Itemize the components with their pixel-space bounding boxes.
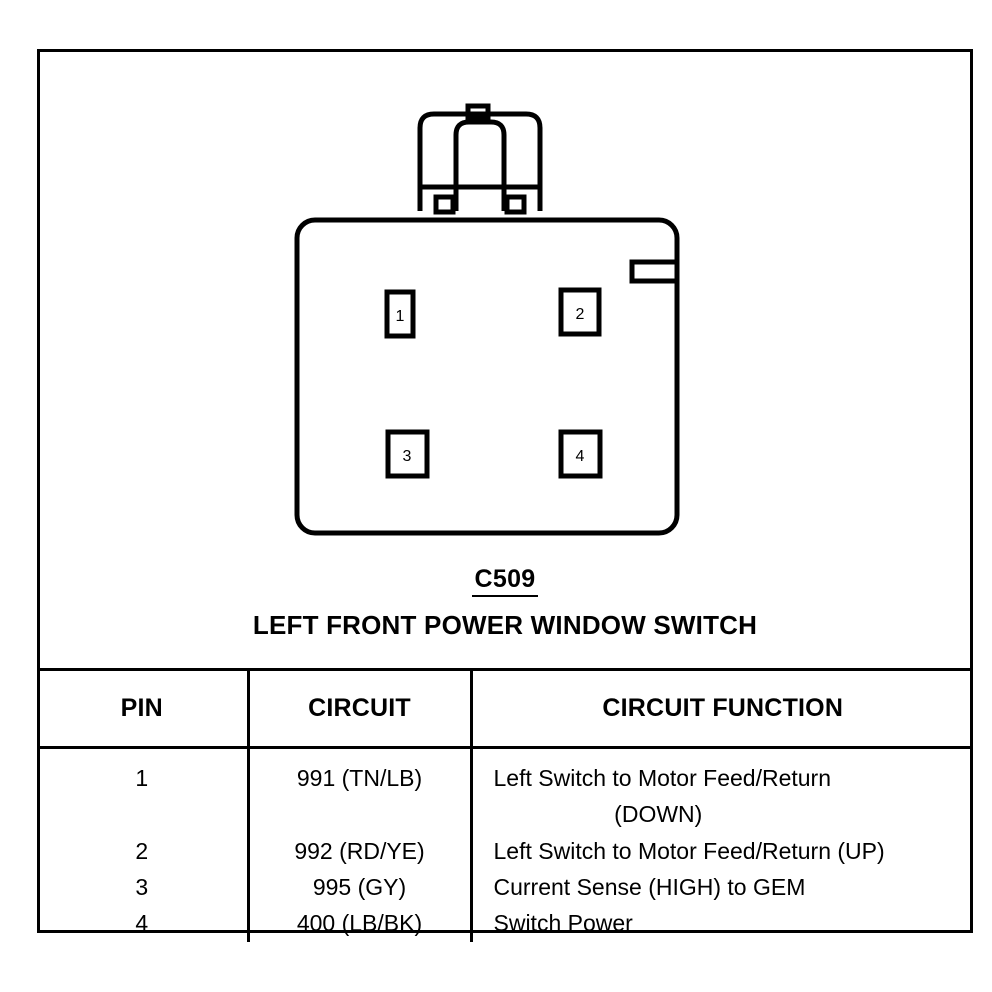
pin-cavity-2 [558,287,602,337]
column-header-function: CIRCUIT FUNCTION [471,668,973,749]
table-right-border [970,668,973,933]
pin-cavity-1-label: 1 [396,308,405,325]
cell-function-line-2: (DOWN) [614,801,703,828]
cell-circuit: 991 (TN/LB) [248,747,473,833]
latch-base-notch-right [504,194,527,215]
pin-cavity-1 [384,289,416,339]
latch-inner-tab [453,119,507,211]
column-header-pin: PIN [37,668,250,749]
pin-cavity-3-label: 3 [403,448,412,465]
pin-cavity-2-label: 2 [576,306,585,323]
table-header: PIN CIRCUIT CIRCUIT FUNCTION [37,668,973,749]
latch-top-notch [465,103,491,122]
table-bottom-border [37,930,973,933]
cell-circuit: 995 (GY) [248,868,473,906]
connector-code-label: C509 [471,566,539,597]
table-row: 3 995 (GY) Current Sense (HIGH) to GEM [37,868,973,906]
column-header-circuit: CIRCUIT [248,668,473,749]
table-row: 1 991 (TN/LB) Left Switch to Motor Feed/… [37,747,973,833]
table-header-row: PIN CIRCUIT CIRCUIT FUNCTION [37,668,973,749]
pin-cavity-4-label: 4 [576,448,585,465]
connector-keying-tab [629,259,680,284]
connector-title-label: LEFT FRONT POWER WINDOW SWITCH [252,610,758,640]
connector-drawing: 1 2 3 4 [294,103,680,536]
latch-outer-arch [417,111,543,211]
cell-function: Switch Power [493,910,633,937]
connector-illustration: 1 2 3 4 [37,49,973,549]
latch-assembly [417,103,543,215]
cell-pin: 4 [37,905,250,942]
cell-function-line-1: Left Switch to Motor Feed/Return [493,765,832,791]
table-body: 1 991 (TN/LB) Left Switch to Motor Feed/… [37,747,973,942]
cell-function: Left Switch to Motor Feed/Return (DOWN) [471,748,973,833]
cell-circuit: 992 (RD/YE) [248,832,473,869]
connector-body-shell [294,217,680,536]
figure-caption: C509 LEFT FRONT POWER WINDOW SWITCH [37,566,973,640]
pin-cavity-3 [385,429,430,479]
table-left-border [37,668,40,933]
cell-pin: 3 [37,868,250,906]
cell-pin: 1 [37,747,250,833]
cell-pin: 2 [37,832,250,869]
latch-base-notch-left [433,194,456,215]
table-row: 4 400 (LB/BK) Switch Power [37,905,973,942]
cell-function: Current Sense (HIGH) to GEM [493,873,806,900]
cell-function: Left Switch to Motor Feed/Return (UP) [493,837,885,864]
table-row: 2 992 (RD/YE) Left Switch to Motor Feed/… [37,832,973,869]
pin-cavity-4 [558,429,603,479]
pin-assignment-table: PIN CIRCUIT CIRCUIT FUNCTION 1 991 (TN/L… [37,668,973,942]
cell-circuit: 400 (LB/BK) [248,905,473,942]
